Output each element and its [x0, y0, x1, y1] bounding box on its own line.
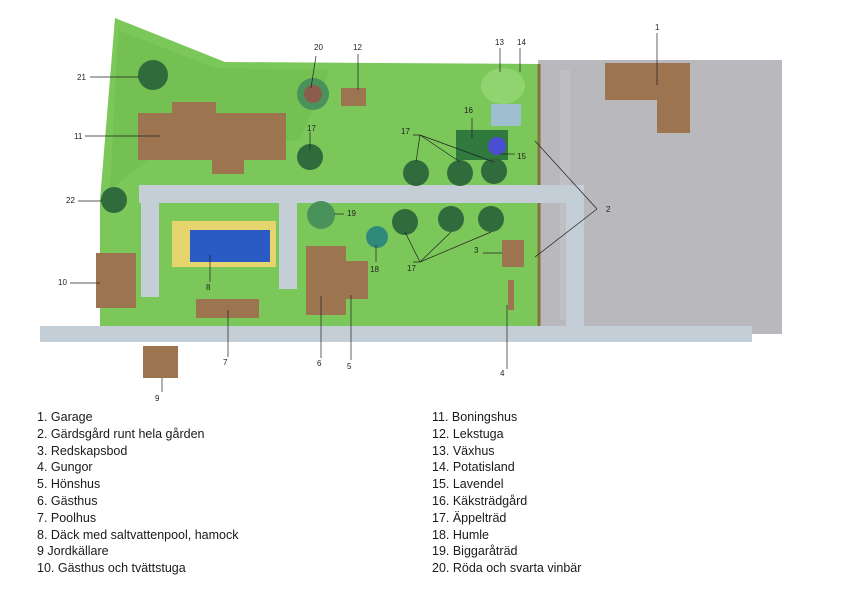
- legend-item: 20. Röda och svarta vinbär: [432, 561, 582, 576]
- marker-7: 7: [223, 358, 228, 367]
- tree-18: [366, 226, 388, 248]
- marker-3: 3: [474, 246, 479, 255]
- pool-house: [196, 299, 259, 318]
- marker-16: 16: [464, 106, 473, 115]
- lavender: [488, 137, 506, 155]
- currant-berries: [304, 85, 322, 103]
- guest-laundry-house: [96, 253, 136, 308]
- tree-17a: [297, 144, 323, 170]
- marker-17-mid: 17: [307, 124, 316, 133]
- map-labels: 1 2 3 4 5 6 7 8 9 10 11 12 13 14 15 16 1…: [58, 23, 660, 403]
- potato-field: [491, 104, 521, 126]
- marker-18: 18: [370, 265, 379, 274]
- garden-plan-map: 1 2 3 4 5 6 7 8 9 10 11 12 13 14 15 16 1…: [40, 18, 782, 403]
- guest-house: [306, 246, 346, 315]
- legend-item: 18. Humle: [432, 527, 489, 542]
- tree-22: [101, 187, 127, 213]
- road: [40, 326, 752, 342]
- legend-item: 5. Hönshus: [37, 477, 101, 492]
- legend-item: 15. Lavendel: [432, 477, 504, 492]
- legend-item: 2. Gärdsgård runt hela gården: [37, 426, 205, 441]
- marker-6: 6: [317, 359, 322, 368]
- leader-lines: [70, 33, 658, 392]
- legend-item: 3. Redskapsbod: [37, 443, 128, 458]
- legend-item: 16. Käksträdgård: [432, 493, 528, 508]
- legend-item: 17. Äppelträd: [432, 510, 507, 525]
- marker-12: 12: [353, 43, 362, 52]
- marker-17-top: 17: [401, 127, 410, 136]
- tree-21: [138, 60, 168, 90]
- tree-17c: [447, 160, 473, 186]
- legend-item: 4. Gungor: [37, 460, 93, 475]
- hen-house: [346, 261, 368, 299]
- tree-17e: [392, 209, 418, 235]
- marker-10: 10: [58, 278, 67, 287]
- saltwater-pool: [190, 230, 270, 262]
- tree-17b: [403, 160, 429, 186]
- tool-shed: [502, 240, 524, 267]
- tree-17g: [478, 206, 504, 232]
- dwelling-house-wing: [172, 102, 216, 116]
- garage-building: [605, 63, 690, 133]
- legend-item: 12. Lekstuga: [432, 426, 504, 441]
- legend-item: 9 Jordkällare: [37, 544, 109, 559]
- dwelling-house-annex: [212, 158, 244, 174]
- legend-left: 1. Garage 2. Gärdsgård runt hela gården …: [37, 409, 239, 577]
- dwelling-house: [138, 113, 286, 160]
- marker-5: 5: [347, 362, 352, 371]
- legend-item: 10. Gästhus och tvättstuga: [37, 561, 186, 576]
- marker-9: 9: [155, 394, 160, 403]
- marker-13: 13: [495, 38, 504, 47]
- marker-20: 20: [314, 43, 323, 52]
- marker-22: 22: [66, 196, 75, 205]
- legend-item: 19. Biggaråträd: [432, 544, 518, 559]
- root-cellar: [143, 346, 178, 378]
- playhouse: [341, 88, 366, 106]
- greenhouse-shrub: [481, 68, 525, 104]
- garden-path: [139, 185, 584, 339]
- swings: [508, 280, 514, 310]
- marker-19: 19: [347, 209, 356, 218]
- legend-item: 6. Gästhus: [37, 493, 98, 508]
- marker-17-bottom: 17: [407, 264, 416, 273]
- legend-item: 1. Garage: [37, 410, 93, 424]
- marker-14: 14: [517, 38, 526, 47]
- legend-item: 14. Potatisland: [432, 460, 515, 475]
- tree-17d: [481, 158, 507, 184]
- tree-17f: [438, 206, 464, 232]
- marker-8: 8: [206, 283, 211, 292]
- legend-item: 13. Växhus: [432, 443, 495, 458]
- legend-right: 11. Boningshus 12. Lekstuga 13. Växhus 1…: [432, 409, 581, 577]
- marker-11: 11: [74, 132, 83, 141]
- marker-2: 2: [606, 205, 611, 214]
- marker-1: 1: [655, 23, 660, 32]
- marker-21: 21: [77, 73, 86, 82]
- marker-4: 4: [500, 369, 505, 378]
- trees: [101, 60, 507, 248]
- marker-15: 15: [517, 152, 526, 161]
- tree-19: [307, 201, 335, 229]
- legend-item: 11. Boningshus: [432, 410, 518, 424]
- legend-item: 8. Däck med saltvattenpool, hamock: [37, 527, 239, 542]
- legend-item: 7. Poolhus: [37, 510, 97, 525]
